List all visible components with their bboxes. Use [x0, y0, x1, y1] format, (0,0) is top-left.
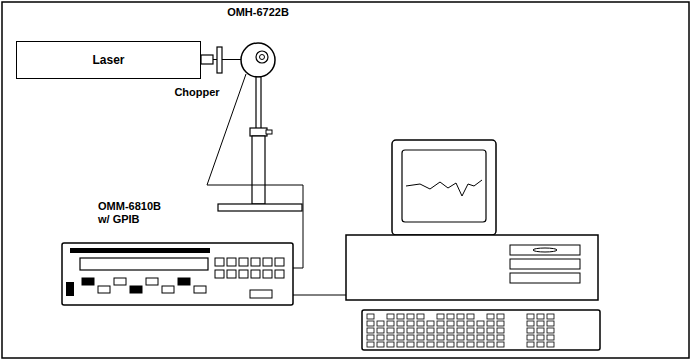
- meter-header-bar: [70, 248, 210, 253]
- detector-model: OMH-6722B: [213, 6, 303, 19]
- node-label: Laser: [92, 53, 124, 67]
- drive-bay: [510, 245, 580, 255]
- meter-model: OMM-6810B w/ GPIB: [98, 200, 170, 226]
- detector-head: [241, 43, 275, 77]
- clamp-screw: [266, 130, 272, 134]
- chopper-blade: [217, 47, 222, 73]
- keyboard-keys: [367, 314, 554, 347]
- stand-rod: [252, 136, 265, 204]
- drive-slot: [533, 248, 557, 252]
- monitor-housing: [392, 140, 496, 235]
- meter-display: [80, 258, 208, 270]
- detector-window: [260, 55, 265, 60]
- detector-aperture: [256, 51, 268, 63]
- monitor-screen: [402, 150, 486, 222]
- chopper-label: Chopper: [162, 86, 232, 99]
- stand-base: [218, 204, 302, 211]
- computer-case: [346, 235, 598, 300]
- keyboard: [362, 310, 600, 350]
- detector-cable: [207, 74, 303, 268]
- laser-nozzle: [201, 55, 213, 64]
- gpib-cable: [293, 295, 346, 296]
- signal-trace: [406, 180, 482, 196]
- drive-bay: [510, 259, 580, 269]
- meter-buttons: [66, 258, 284, 298]
- laser-body: Laser: [16, 41, 201, 79]
- stand-post: [256, 77, 261, 129]
- drive-bay: [510, 273, 580, 283]
- meter-housing: [62, 243, 293, 305]
- stand-clamp: [250, 128, 267, 136]
